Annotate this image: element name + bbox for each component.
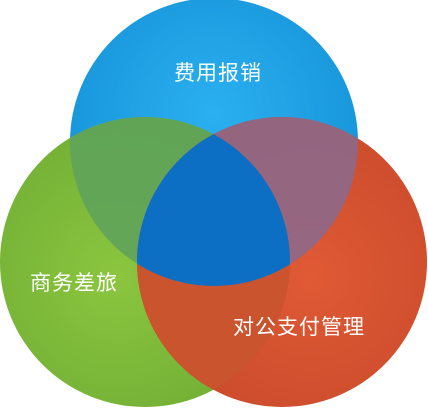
label-left: 商务差旅 [30, 271, 118, 295]
overlap-center [137, 117, 290, 286]
overlap-center-group-a [137, 117, 290, 286]
label-top: 费用报销 [174, 61, 262, 85]
label-right: 对公支付管理 [233, 315, 365, 339]
